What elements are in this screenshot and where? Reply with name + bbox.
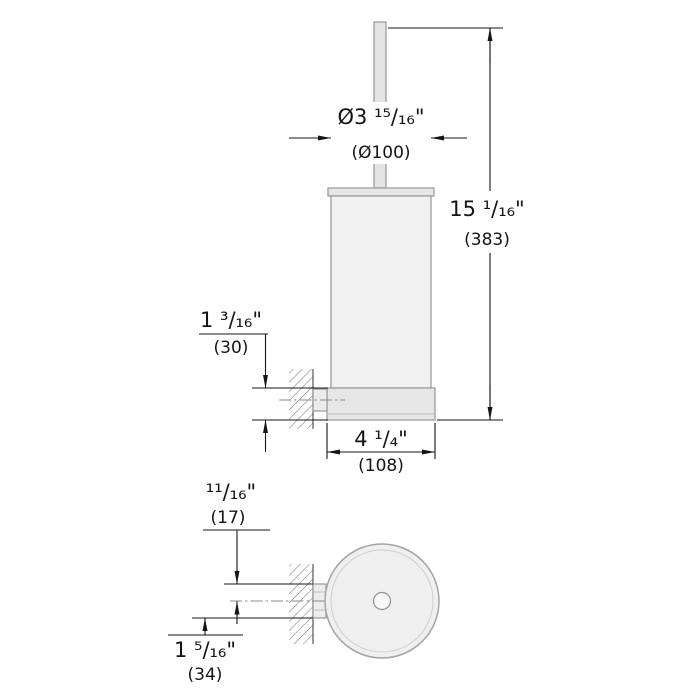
dim-base-width-label-mm: (108) (358, 456, 404, 476)
dim-height-label-mm: (383) (464, 230, 510, 250)
dim-bracket-offset-label-mm: (17) (211, 508, 246, 528)
dim-mount-offset-label-in: 1 ³/₁₆" (200, 308, 262, 332)
wall-hatch-side (289, 369, 313, 429)
side-view (279, 21, 436, 429)
dim-bracket-width-label-in: 1 ⁵/₁₆" (174, 638, 236, 662)
dim-bracket-width-label-mm: (34) (188, 665, 223, 685)
container-base (326, 387, 436, 421)
dim-height-label-in: 15 ¹/₁₆" (449, 197, 524, 221)
container-rim-top (330, 549, 434, 653)
dim-height-text-mask (443, 191, 533, 253)
dim-mount-offset: 1 ³/₁₆" (30) (199, 308, 328, 452)
dim-diameter-text-mask (366, 102, 396, 164)
dim-base-width-label-in: 4 ¹/₄" (354, 427, 408, 451)
dim-mount-offset-label-mm: (30) (214, 338, 249, 358)
container-lid (327, 187, 435, 197)
dim-bracket-offset: ¹¹/₁₆" (17) (203, 480, 313, 624)
dim-bracket-width: 1 ⁵/₁₆" (34) (168, 617, 313, 685)
dim-height: 15 ¹/₁₆" (383) (388, 27, 533, 421)
dim-bracket-offset-label-in: ¹¹/₁₆" (206, 480, 256, 504)
center-hole-top (372, 591, 392, 611)
dim-diameter-label-mm: (Ø100) (351, 143, 410, 163)
container-body (330, 195, 432, 389)
dim-diameter-label-in: Ø3 ¹⁵/₁₆" (338, 105, 425, 129)
dim-base-width: 4 ¹/₄" (108) (326, 423, 436, 476)
dim-diameter: Ø3 ¹⁵/₁₆" (Ø100) (289, 102, 467, 164)
wall-hatch-top (289, 564, 313, 644)
top-view (230, 543, 440, 659)
